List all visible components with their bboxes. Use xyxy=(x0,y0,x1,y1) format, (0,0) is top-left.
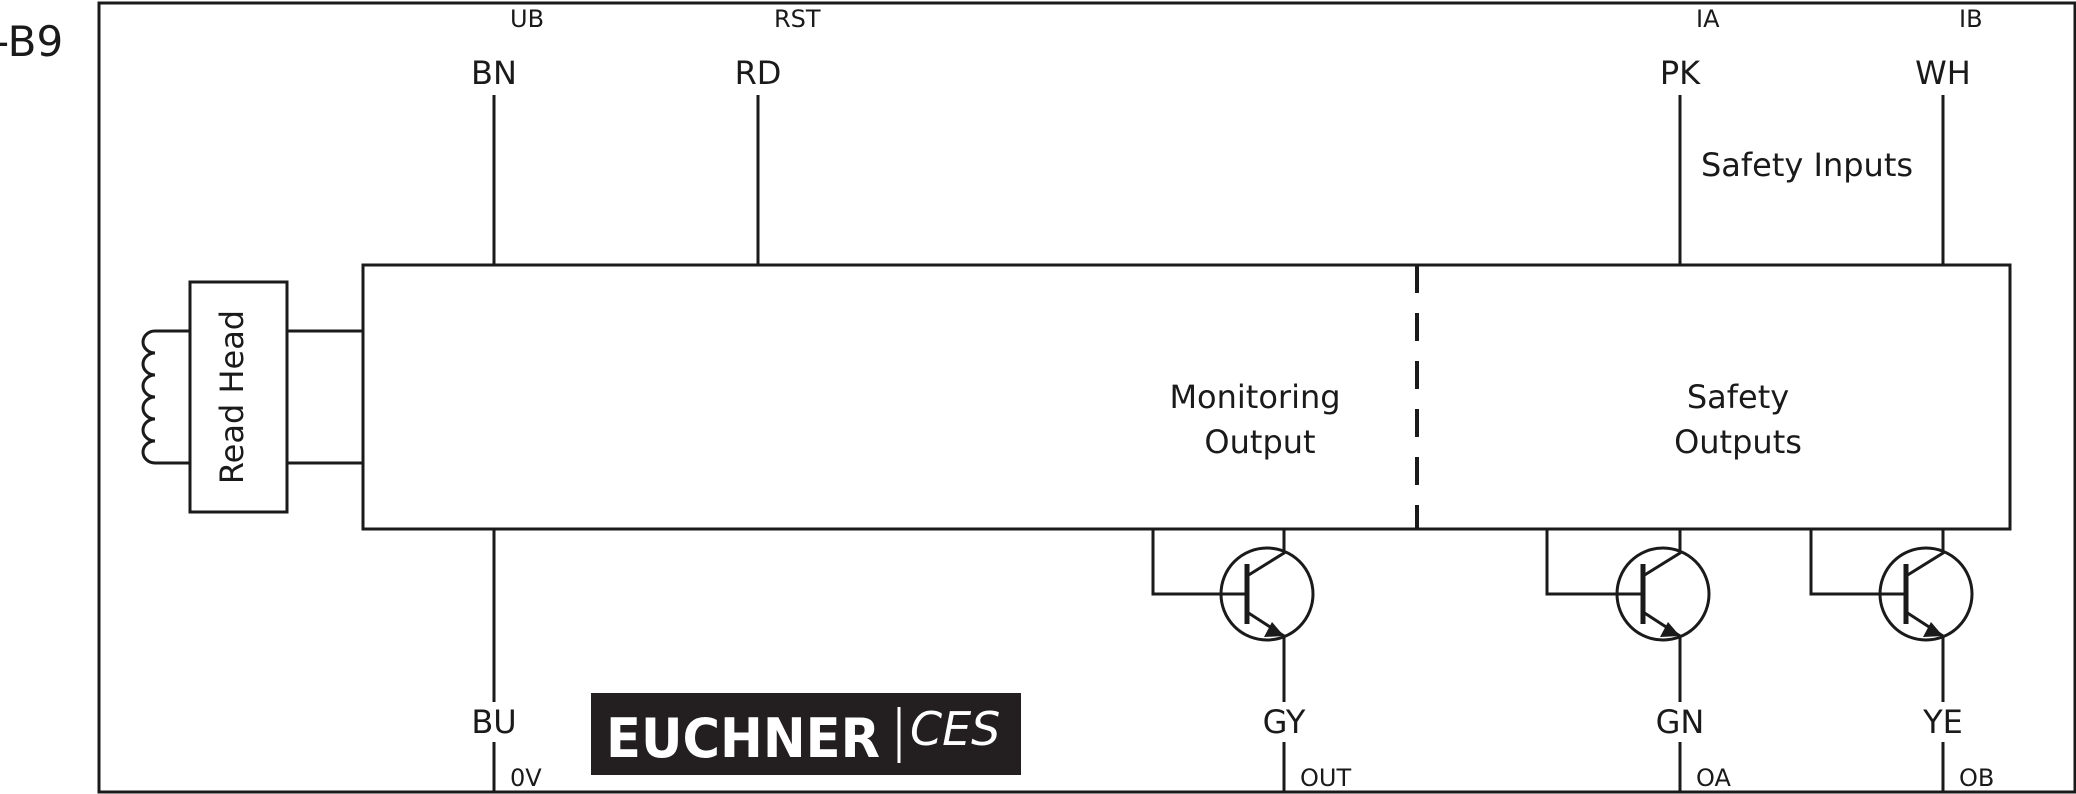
wire-color-gy: GY xyxy=(1263,703,1306,741)
signal-label-ub: UB xyxy=(510,5,544,33)
safety-outputs-label-line2: Outputs xyxy=(1674,423,1802,461)
safety-inputs-label: Safety Inputs xyxy=(1701,146,1913,184)
wire-color-gn: GN xyxy=(1656,703,1705,741)
signal-label-ia: IA xyxy=(1696,5,1720,33)
wire-color-wh: WH xyxy=(1915,54,1971,92)
read-head-box xyxy=(188,280,289,514)
signal-label-rst: RST xyxy=(774,5,821,33)
controller-box xyxy=(361,263,2012,531)
device-frame xyxy=(97,1,2076,794)
signal-label-0v: 0V xyxy=(510,764,542,792)
signal-label-out: OUT xyxy=(1300,764,1351,792)
safety-outputs-label-line1: Safety xyxy=(1687,378,1789,416)
wire-color-ye: YE xyxy=(1922,703,1963,741)
logo-brand-text: EUCHNER xyxy=(606,707,880,770)
monitoring-output-label-line2: Output xyxy=(1204,423,1315,461)
read-head-label: Read Head xyxy=(213,310,251,484)
coil-icon xyxy=(141,329,190,465)
wire-color-bn: BN xyxy=(471,54,517,92)
logo-product-text: CES xyxy=(910,702,1000,756)
device-tag: -B9 xyxy=(0,17,63,66)
monitoring-output-label-line1: Monitoring xyxy=(1169,378,1340,416)
transistor-out-icon xyxy=(1151,529,1315,792)
wire-color-pk: PK xyxy=(1660,54,1701,92)
wire-color-rd: RD xyxy=(735,54,782,92)
signal-label-ib: IB xyxy=(1959,5,1983,33)
euchner-ces-logo: EUCHNER CES xyxy=(591,693,1021,775)
transistor-ob-icon xyxy=(1809,529,1974,792)
signal-label-ob: OB xyxy=(1959,764,1994,792)
transistor-oa-icon xyxy=(1545,529,1711,792)
wire-color-bu: BU xyxy=(471,703,516,741)
signal-label-oa: OA xyxy=(1696,764,1731,792)
